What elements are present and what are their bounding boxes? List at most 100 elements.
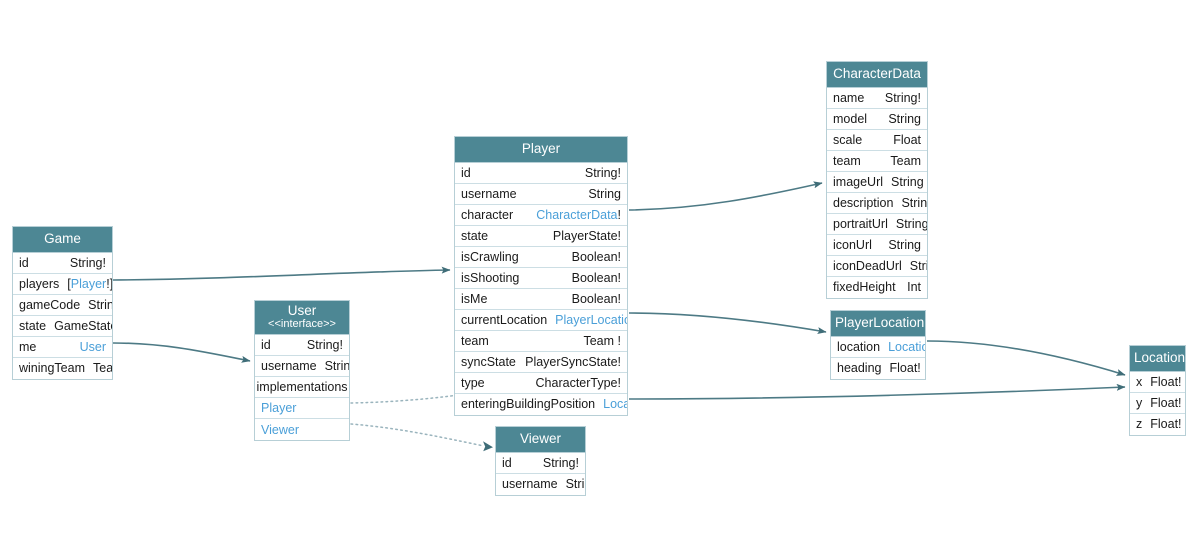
field-name: id [19, 255, 29, 270]
field-name: username [461, 186, 517, 201]
field-name: z [1136, 417, 1143, 431]
field-type: Location [595, 397, 627, 411]
field-row[interactable]: iconDeadUrlString [827, 256, 927, 277]
field-row[interactable]: stateGameState! [13, 316, 112, 337]
field-name: implementations [256, 380, 348, 395]
field-name: name [833, 90, 865, 105]
field-name: heading [837, 361, 882, 375]
field-type: Float! [1150, 374, 1182, 389]
entity-game[interactable]: GameidString!players[Player!]gameCodeStr… [12, 226, 113, 380]
field-name: id [461, 165, 471, 180]
entity-header-location: Location [1130, 346, 1185, 372]
field-row[interactable]: gameCodeString! [13, 295, 112, 316]
field-type: Boolean! [571, 291, 621, 306]
field-type: Team [93, 361, 112, 375]
field-name: winingTeam [19, 361, 86, 375]
field-type: String [901, 195, 927, 210]
field-type-link[interactable]: PlayerLocation [555, 312, 627, 327]
field-type: PlayerState! [552, 228, 621, 243]
field-type: Boolean! [571, 270, 621, 285]
field-row[interactable]: x Float! [1130, 372, 1185, 393]
field-name: description [833, 195, 894, 210]
field-type: Boolean! [571, 249, 621, 264]
field-name: location [837, 339, 881, 354]
field-row[interactable]: Viewer [255, 419, 349, 440]
entity-title: CharacterData [833, 66, 921, 81]
field-name: portraitUrl [833, 216, 888, 231]
field-type-link[interactable]: User [79, 339, 106, 354]
field-name: id [261, 338, 271, 353]
field-row[interactable]: implementations [255, 377, 349, 399]
field-type: String [565, 477, 585, 491]
field-type: String [888, 111, 921, 126]
field-row[interactable]: description String [827, 193, 927, 214]
field-name: fixedHeight [833, 280, 896, 294]
field-type-link[interactable]: Player [70, 276, 107, 291]
field-type: PlayerLocation! [547, 313, 627, 327]
field-name: me [19, 339, 37, 354]
field-type-link[interactable]: CharacterData [536, 207, 618, 222]
field-row[interactable]: me User [13, 337, 112, 358]
entity-title: User [287, 303, 317, 318]
edge-playerlocation-location-to-location [926, 340, 1126, 376]
entity-playerlocation[interactable]: PlayerLocationlocationLocation!headingFl… [830, 310, 926, 380]
field-name: team [833, 153, 861, 168]
field-row[interactable]: enteringBuildingPositionLocation [455, 394, 627, 415]
field-type-link[interactable]: Location [888, 339, 925, 354]
field-row[interactable]: z Float! [1130, 414, 1185, 435]
field-row[interactable]: locationLocation! [831, 337, 925, 358]
entity-title: Location [1134, 350, 1185, 365]
field-type: Float! [1150, 395, 1182, 410]
field-name: x [1136, 374, 1143, 389]
field-row[interactable]: Player [255, 398, 349, 420]
field-name: players [19, 276, 60, 291]
field-type: CharacterType! [535, 375, 621, 390]
field-type: Float! [1150, 417, 1182, 431]
entity-header-viewer: Viewer [496, 427, 585, 453]
field-name: Viewer [261, 422, 299, 437]
field-name: team [461, 333, 489, 348]
field-row[interactable]: team Team [827, 151, 927, 172]
edge-player-currentlocation-to-playerlocation [628, 312, 827, 335]
field-row[interactable]: id String! [255, 335, 349, 357]
field-row[interactable]: currentLocationPlayerLocation! [455, 310, 627, 331]
field-type-link[interactable]: Location [603, 397, 627, 411]
field-type-prefix: [ [67, 276, 71, 291]
field-type: String! [306, 338, 343, 353]
field-row[interactable]: winingTeam Team [13, 358, 112, 379]
edge-user-viewer-implementation [350, 423, 485, 447]
field-row[interactable]: type CharacterType! [455, 373, 627, 394]
field-name: type [461, 375, 485, 390]
field-row[interactable]: players[Player!] [13, 274, 112, 295]
field-type: User [72, 340, 106, 354]
entity-user[interactable]: User<<interface>>idString!usernameString… [254, 300, 350, 442]
field-type: Team [890, 153, 921, 168]
